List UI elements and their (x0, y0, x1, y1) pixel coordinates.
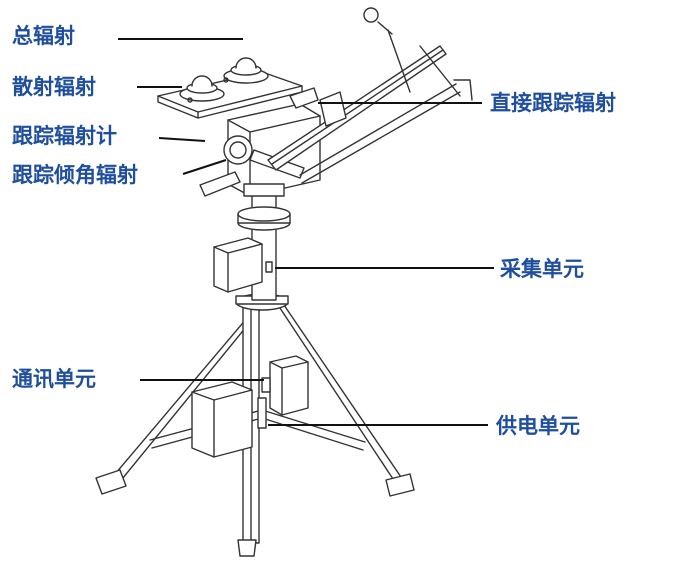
leader-tracker-meter (158, 137, 206, 142)
label-power-unit: 供电单元 (496, 414, 580, 438)
label-tilt-radiation: 跟踪倾角辐射 (12, 163, 138, 187)
pyranometer-domes (179, 57, 269, 103)
acquisition-box (213, 237, 273, 293)
label-communication-unit: 通讯单元 (12, 367, 96, 391)
label-acquisition-unit: 采集单元 (500, 257, 584, 281)
power-box (191, 381, 267, 458)
ball-marker-icon (363, 7, 379, 23)
label-tracker-radiometer: 跟踪辐射计 (12, 124, 117, 148)
leader-tilt (182, 159, 227, 175)
label-direct-tracking-radiation: 直接跟踪辐射 (490, 91, 616, 115)
direct-tracking-arm (267, 21, 473, 184)
leader-lines (118, 38, 494, 426)
mast (237, 194, 291, 301)
label-diffuse-radiation: 散射辐射 (12, 75, 96, 99)
communication-box (261, 355, 309, 416)
label-total-radiation: 总辐射 (12, 24, 75, 48)
